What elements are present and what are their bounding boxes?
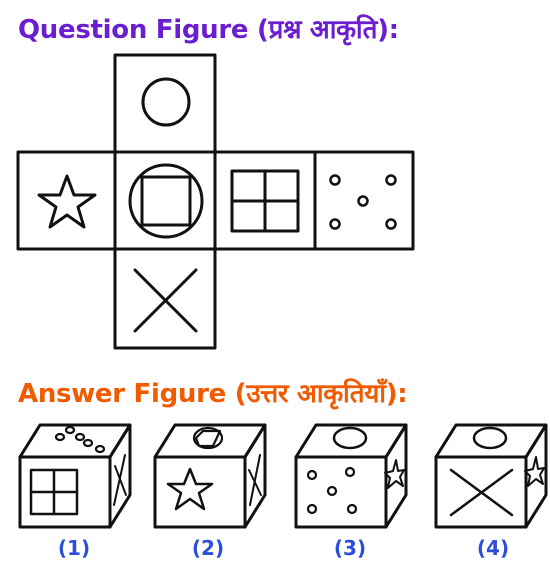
five-dots-icon xyxy=(329,174,397,230)
answer-option-1-cube[interactable] xyxy=(18,423,132,529)
net-face-left xyxy=(16,150,117,251)
circle-with-square-icon xyxy=(128,163,204,239)
star-icon xyxy=(524,456,545,487)
cross-icon xyxy=(133,268,198,333)
window-grid-icon xyxy=(29,468,79,516)
question-figure-title: Question Figure (प्रश्न आकृति): xyxy=(18,15,399,45)
circle-icon xyxy=(141,77,191,127)
circle-icon xyxy=(472,426,508,450)
circle-icon xyxy=(332,426,368,450)
cross-icon xyxy=(113,454,127,506)
option-2-label[interactable]: (2) xyxy=(191,536,225,560)
answer-figure-title: Answer Figure (उत्तर आकृतियाँ): xyxy=(18,379,408,409)
option-1-label[interactable]: (1) xyxy=(57,536,91,560)
circle-with-square-icon xyxy=(192,426,224,450)
answer-option-3-cube[interactable] xyxy=(294,423,408,529)
net-face-bottom xyxy=(113,247,217,350)
cross-icon xyxy=(248,454,262,506)
window-grid-icon xyxy=(230,169,300,233)
option-3-label[interactable]: (3) xyxy=(333,536,367,560)
net-face-right xyxy=(213,150,317,251)
answer-option-4-cube[interactable] xyxy=(434,423,548,529)
net-face-top xyxy=(113,53,217,154)
star-icon xyxy=(166,467,214,511)
five-dots-icon xyxy=(306,466,358,515)
option-4-label[interactable]: (4) xyxy=(476,536,510,560)
cube-net xyxy=(16,53,415,350)
five-dots-icon xyxy=(54,425,106,454)
net-face-far-right xyxy=(313,150,415,251)
star-icon xyxy=(384,459,405,489)
net-face-center xyxy=(113,150,217,251)
cross-icon xyxy=(449,468,514,517)
answer-option-2-cube[interactable] xyxy=(153,423,267,529)
star-icon xyxy=(37,174,97,229)
